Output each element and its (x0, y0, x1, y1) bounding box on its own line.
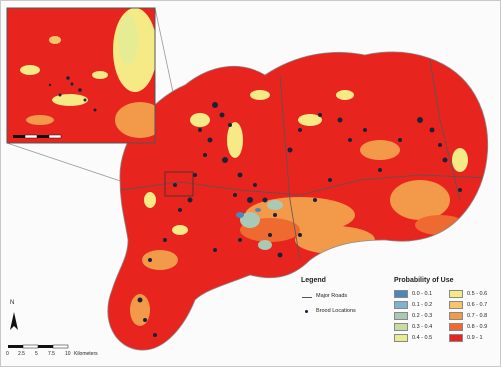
probability-class: 0.2 - 0.3 (394, 312, 432, 320)
brood-location-symbol (305, 310, 308, 313)
probability-swatch (394, 323, 408, 331)
probability-class: 0.7 - 0.8 (449, 312, 487, 320)
probability-class-label: 0.3 - 0.4 (412, 324, 433, 330)
probability-swatch (394, 301, 408, 309)
probability-swatch (449, 290, 463, 298)
probability-swatch (449, 323, 463, 331)
inset-map (7, 8, 155, 143)
probability-class-label: 0.6 - 0.7 (467, 302, 488, 308)
scale-tick: 10 (65, 351, 71, 357)
north-arrow-icon (10, 312, 18, 330)
probability-class-label: 0.5 - 0.6 (467, 291, 488, 297)
probability-swatch (394, 334, 408, 342)
legend-title: Legend (301, 277, 326, 284)
scale-tick: 5 (35, 351, 38, 357)
major-roads-symbol (302, 297, 312, 298)
probability-class-label: 0.0 - 0.1 (412, 291, 433, 297)
probability-class: 0.9 - 1 (449, 334, 483, 342)
probability-class: 0.8 - 0.9 (449, 323, 487, 331)
probability-class-label: 0.2 - 0.3 (412, 313, 433, 319)
scale-bar (8, 344, 69, 349)
probability-swatch (394, 290, 408, 298)
probability-legend-title: Probability of Use (394, 277, 454, 284)
north-label: N (10, 300, 15, 306)
probability-class-label: 0.8 - 0.9 (467, 324, 488, 330)
probability-class: 0.1 - 0.2 (394, 301, 432, 309)
probability-swatch (449, 301, 463, 309)
probability-class: 0.6 - 0.7 (449, 301, 487, 309)
scale-tick: 2.5 (18, 351, 25, 357)
probability-class-label: 0.4 - 0.5 (412, 335, 433, 341)
probability-swatch (449, 334, 463, 342)
probability-class: 0.0 - 0.1 (394, 290, 432, 298)
legend-item-brood-locations: Brood Locations (316, 308, 356, 314)
inset-locator-box (164, 171, 194, 197)
scale-tick: 0 (6, 351, 9, 357)
probability-class-label: 0.9 - 1 (467, 335, 483, 341)
probability-class: 0.5 - 0.6 (449, 290, 487, 298)
probability-swatch (394, 312, 408, 320)
scale-unit: Kilometers (74, 351, 98, 357)
legend-item-major-roads: Major Roads (316, 293, 348, 299)
probability-class-label: 0.7 - 0.8 (467, 313, 488, 319)
probability-swatch (449, 312, 463, 320)
probability-class-label: 0.1 - 0.2 (412, 302, 433, 308)
study-area (107, 51, 488, 351)
probability-class: 0.4 - 0.5 (394, 334, 432, 342)
scale-tick: 7.5 (48, 351, 55, 357)
probability-class: 0.3 - 0.4 (394, 323, 432, 331)
